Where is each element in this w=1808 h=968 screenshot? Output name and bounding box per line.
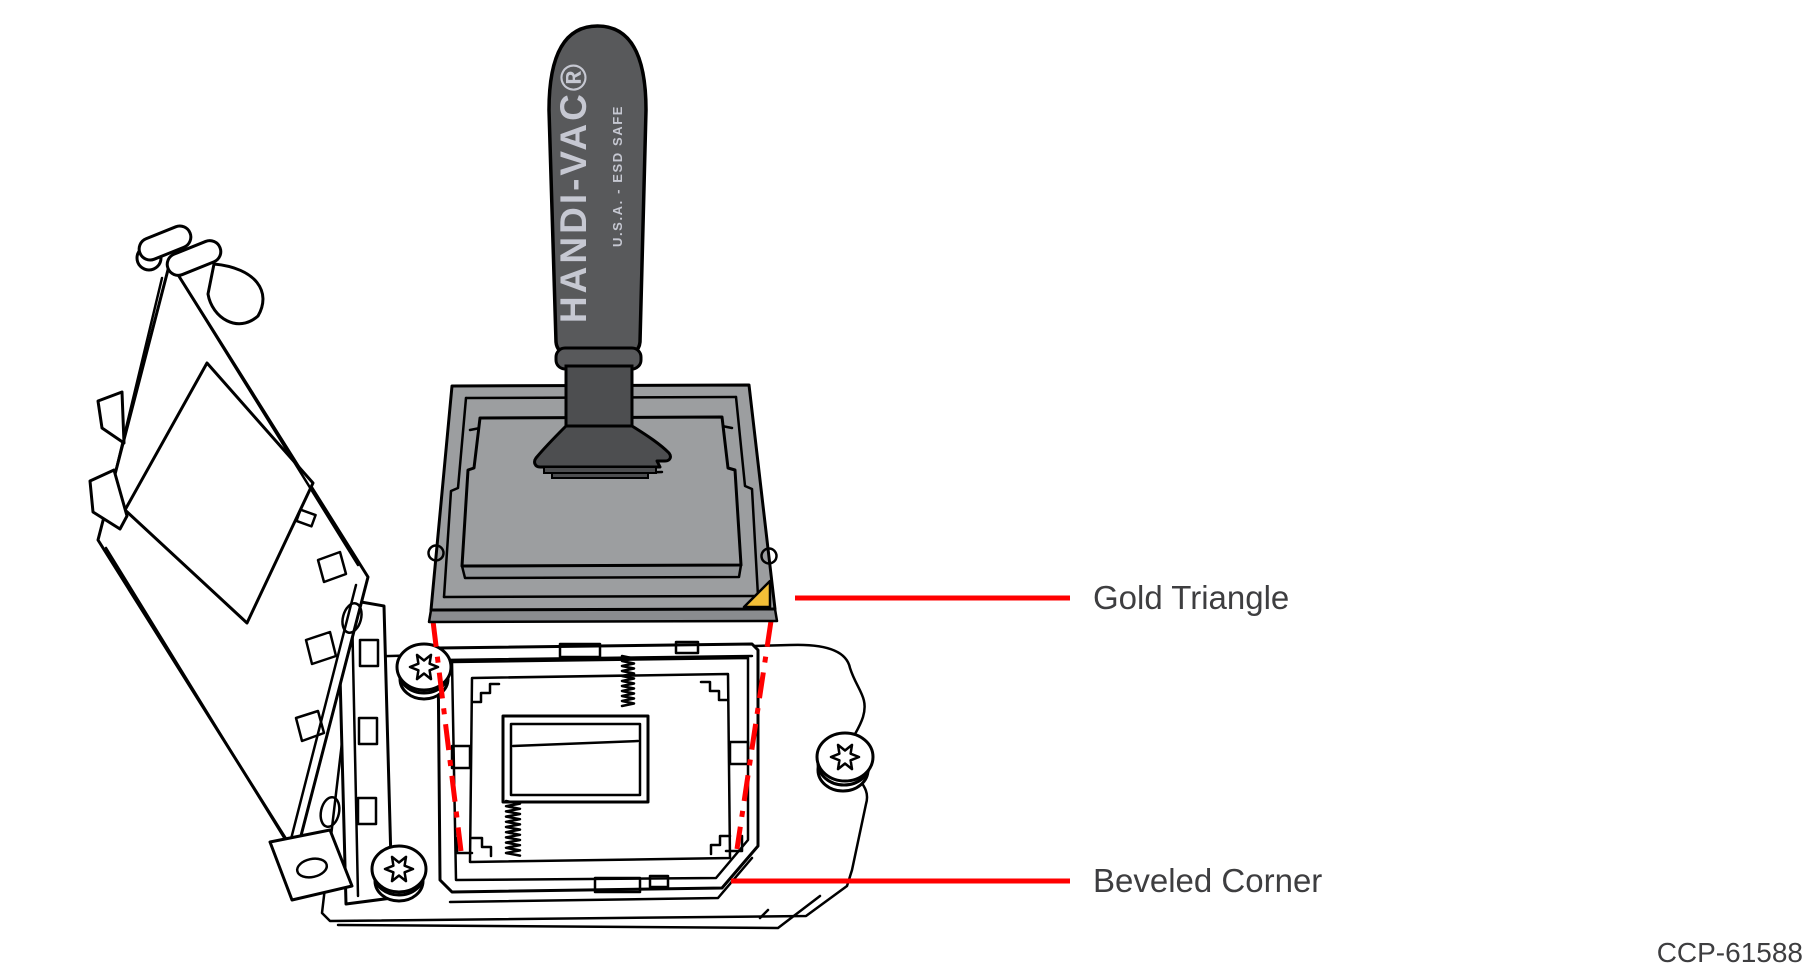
tool-brand-text: HANDI-VAC® xyxy=(553,61,594,323)
cpu-socket xyxy=(436,640,760,904)
torx-star-icon xyxy=(408,653,440,681)
label-gold-triangle: Gold Triangle xyxy=(1093,579,1289,616)
socket-corner-steps xyxy=(470,680,732,858)
socket-tabs xyxy=(450,640,750,894)
processor-notch-left xyxy=(427,544,445,562)
suction-cup-lip-lower xyxy=(551,472,649,479)
socket-corner-bracket-right xyxy=(724,834,744,853)
torx-screw-bottom-left xyxy=(370,844,428,903)
plate-outline xyxy=(320,643,869,923)
socket-inner-frame xyxy=(450,656,750,882)
alignment-dashed-line-left xyxy=(430,620,464,852)
alignment-dashed-line-right xyxy=(734,620,774,850)
vacuum-tool: HANDI-VAC® U.S.A. - ESD SAFE xyxy=(533,24,672,479)
torx-screw-right xyxy=(815,731,875,793)
socket-load-frame-open xyxy=(88,224,370,902)
figure-code: CCP-61588 xyxy=(1657,937,1803,968)
socket-center-cap xyxy=(501,714,650,804)
load-frame-latch xyxy=(135,224,265,326)
tool-stem xyxy=(564,364,634,430)
torx-star-icon xyxy=(829,743,861,771)
load-frame-slots xyxy=(294,508,348,743)
socket-corner-bracket-left xyxy=(455,836,474,855)
plate-board-edge xyxy=(336,894,822,930)
processor-notch-right xyxy=(760,547,778,565)
load-frame-hole-upper xyxy=(341,602,363,634)
tool-origin-text: U.S.A. - ESD SAFE xyxy=(610,105,625,247)
socket-front-face-line xyxy=(448,856,754,904)
socket-mounting-plate xyxy=(320,643,869,930)
label-beveled-corner: Beveled Corner xyxy=(1093,862,1322,899)
load-frame-hole-lower xyxy=(319,795,341,829)
load-frame-left-tabs xyxy=(88,390,129,531)
load-frame-hinge-foot xyxy=(268,828,354,902)
gold-triangle-marker xyxy=(742,579,772,609)
torx-star-icon xyxy=(383,855,415,883)
socket-spring-bottom xyxy=(504,799,522,857)
suction-cup xyxy=(533,424,672,469)
plate-edge-notch xyxy=(758,908,770,920)
socket-pinfield-boundary xyxy=(468,672,732,864)
load-frame-window xyxy=(123,361,315,625)
socket-spring-top xyxy=(620,654,636,708)
